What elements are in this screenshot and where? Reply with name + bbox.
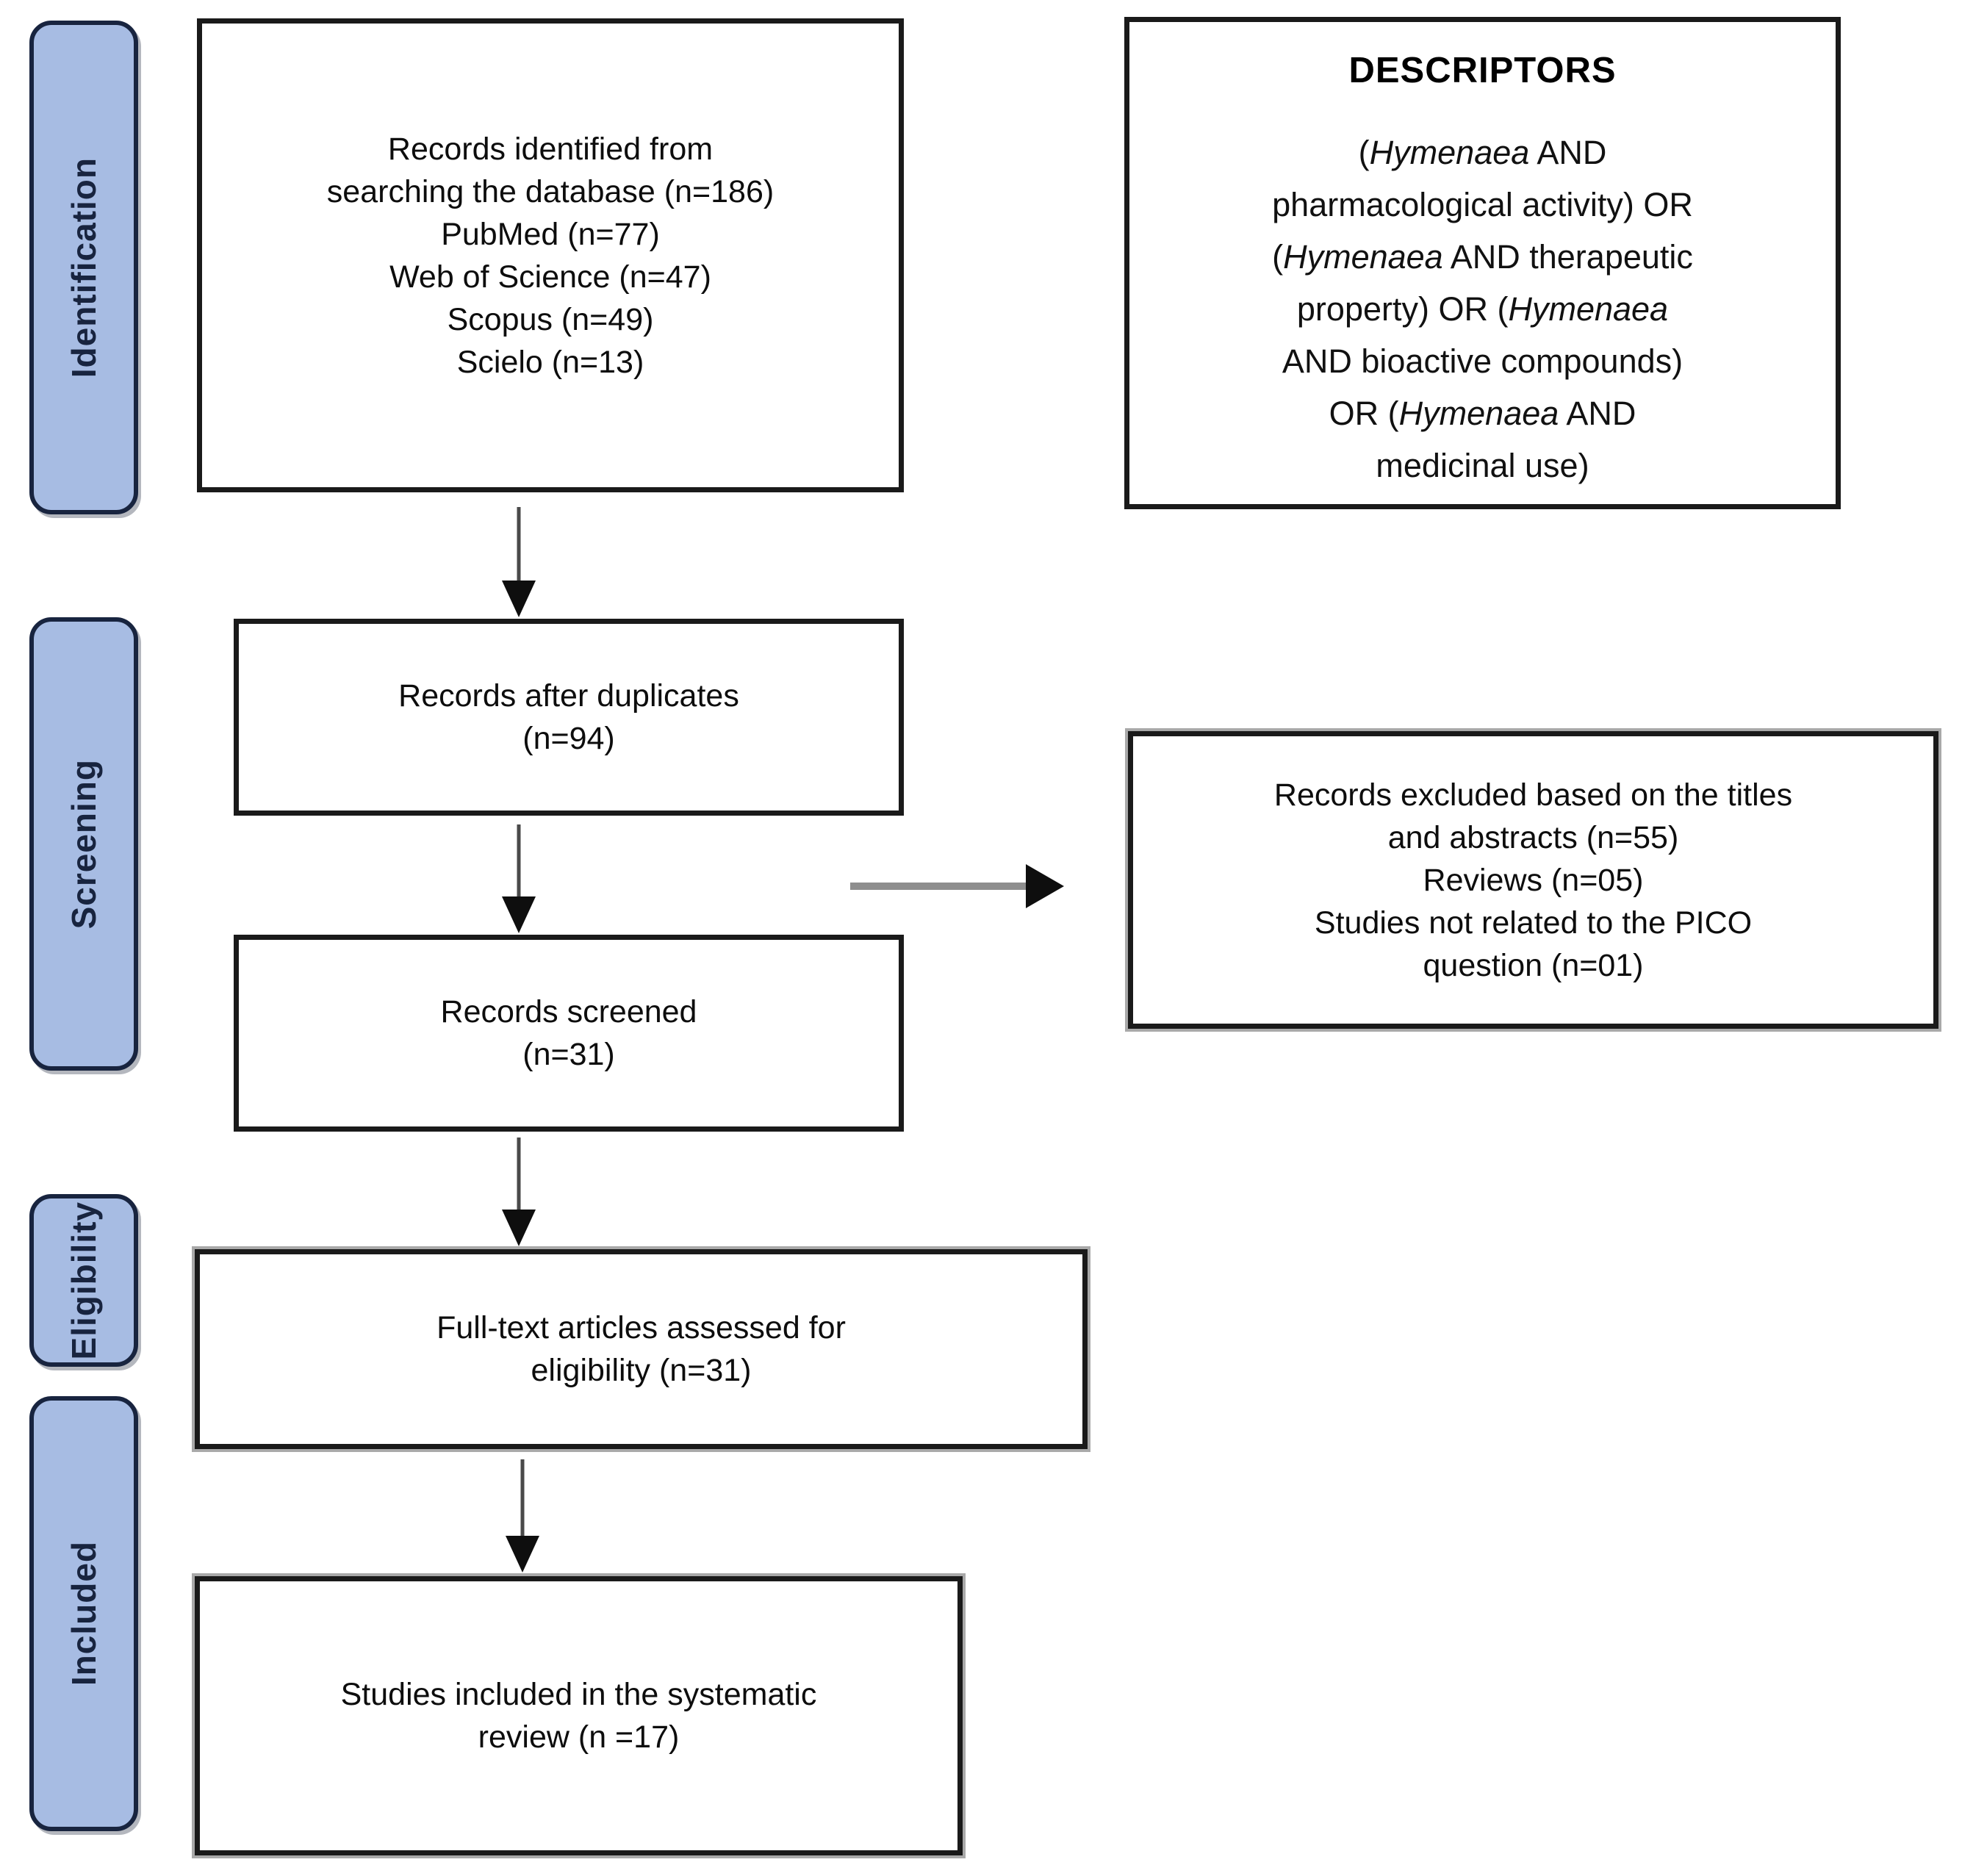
box-descriptors: DESCRIPTORS (Hymenaea AND pharmacological…	[1124, 17, 1841, 509]
descriptors-text-line: OR (Hymenaea AND	[1329, 395, 1636, 432]
stage-label-included: Included	[65, 1541, 103, 1686]
stage-pill-eligibility: Eligibility	[29, 1194, 138, 1367]
arrow-duplicates-to-screened	[502, 824, 536, 933]
box-text-line: searching the database (n=186)	[326, 173, 775, 209]
box-after-duplicates: Records after duplicates (n=94)	[234, 619, 904, 816]
box-text-line: Scielo (n=13)	[456, 344, 644, 380]
stage-pill-included: Included	[29, 1396, 138, 1831]
box-text-line: question (n=01)	[1423, 947, 1644, 983]
arrow-shaft	[517, 824, 521, 900]
arrow-shaft	[517, 507, 521, 584]
descriptors-title: DESCRIPTORS	[1348, 51, 1617, 90]
descriptors-text-line: AND bioactive compounds)	[1282, 342, 1683, 380]
box-text-line: Records excluded based on the titles	[1273, 777, 1793, 813]
box-fulltext-assessed: Full-text articles assessed for eligibili…	[192, 1246, 1090, 1452]
box-text-line: Records after duplicates	[398, 678, 739, 714]
box-text-line: eligibility (n=31)	[531, 1353, 752, 1388]
box-records-excluded: Records excluded based on the titles and …	[1125, 728, 1941, 1032]
arrow-screening-to-excluded	[850, 864, 1064, 908]
arrow-shaft	[517, 1138, 521, 1213]
stage-label-screening: Screening	[65, 758, 103, 930]
stage-label-identification: Identification	[65, 157, 103, 378]
stage-label-eligibility: Eligibility	[65, 1201, 103, 1360]
box-text-line: (n=94)	[522, 721, 615, 756]
box-text-line: Records identified from	[387, 131, 714, 167]
box-text-line: Studies included in the systematic	[340, 1677, 817, 1712]
box-text-line: review (n =17)	[478, 1719, 680, 1755]
box-records-identified: Records identified from searching the dat…	[197, 18, 904, 492]
arrow-shaft	[520, 1459, 525, 1539]
arrow-fulltext-to-included	[506, 1459, 539, 1573]
descriptors-text-line: property) OR (Hymenaea	[1296, 290, 1669, 328]
stage-pill-screening: Screening	[29, 617, 138, 1071]
box-text-line: Records screened	[440, 994, 697, 1029]
descriptors-text-line: (Hymenaea AND therapeutic	[1272, 238, 1693, 276]
arrow-head-icon	[502, 896, 536, 933]
stage-pill-identification: Identification	[29, 21, 138, 514]
box-records-screened: Records screened (n=31)	[234, 935, 904, 1132]
box-text-line: Studies not related to the PICO	[1314, 905, 1753, 941]
descriptors-text-line: pharmacological activity) OR	[1272, 186, 1693, 223]
arrow-head-icon	[1026, 864, 1064, 908]
box-text-line: Scopus (n=49)	[447, 301, 654, 337]
box-text-line: Web of Science (n=47)	[389, 259, 711, 295]
arrow-head-icon	[502, 1210, 536, 1246]
arrow-head-icon	[506, 1536, 539, 1573]
box-text-line: and abstracts (n=55)	[1387, 819, 1679, 855]
box-text-line: PubMed (n=77)	[441, 216, 660, 252]
arrow-identified-to-duplicates	[502, 507, 536, 617]
box-text-line: (n=31)	[522, 1037, 615, 1072]
arrow-shaft	[850, 883, 1032, 890]
descriptors-query-text: (Hymenaea AND pharmacological activity) O…	[1272, 126, 1693, 492]
arrow-screened-to-fulltext	[502, 1138, 536, 1246]
descriptors-text-line: medicinal use)	[1376, 447, 1589, 484]
descriptors-text-line: (Hymenaea AND	[1358, 134, 1607, 171]
box-studies-included: Studies included in the systematic review…	[192, 1573, 966, 1858]
box-text-line: Reviews (n=05)	[1423, 862, 1644, 898]
arrow-head-icon	[502, 581, 536, 617]
box-text-line: Full-text articles assessed for	[436, 1310, 846, 1345]
